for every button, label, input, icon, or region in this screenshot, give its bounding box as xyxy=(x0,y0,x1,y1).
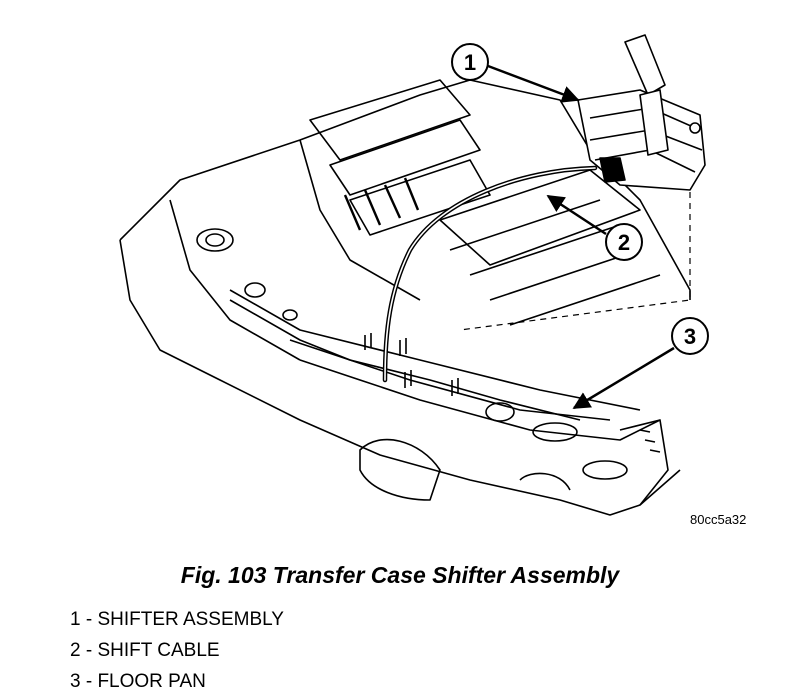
callout-3: 3 xyxy=(572,317,709,410)
callout-1-number: 1 xyxy=(464,50,476,75)
callout-1-circle xyxy=(451,43,489,81)
legend-item: 2 - SHIFT CABLE xyxy=(70,640,220,661)
callout-2-circle xyxy=(605,223,643,261)
reference-code: 80cc5a32 xyxy=(690,512,747,527)
shifter-assembly-drawing xyxy=(577,34,706,191)
callout-3-circle xyxy=(671,317,709,355)
legend-list: 1 - SHIFTER ASSEMBLY 2 - SHIFT CABLE 3 -… xyxy=(70,604,284,697)
callout-2: 2 xyxy=(546,194,643,261)
legend-item: 3 - FLOOR PAN xyxy=(70,671,206,692)
callout-1: 1 xyxy=(451,43,580,103)
callout-2-number: 2 xyxy=(618,230,630,255)
callout-3-number: 3 xyxy=(684,324,696,349)
callout-3-leader xyxy=(572,346,675,410)
figure-caption: Fig. 103 Transfer Case Shifter Assembly xyxy=(180,562,620,588)
callout-2-leader xyxy=(546,194,607,236)
shift-cable-drawing xyxy=(382,165,598,383)
legend-item: 1 - SHIFTER ASSEMBLY xyxy=(70,609,284,630)
exploded-diagram: 1 2 3 xyxy=(119,34,709,516)
floor-pan-drawing xyxy=(119,79,691,516)
callout-1-leader xyxy=(487,64,580,103)
